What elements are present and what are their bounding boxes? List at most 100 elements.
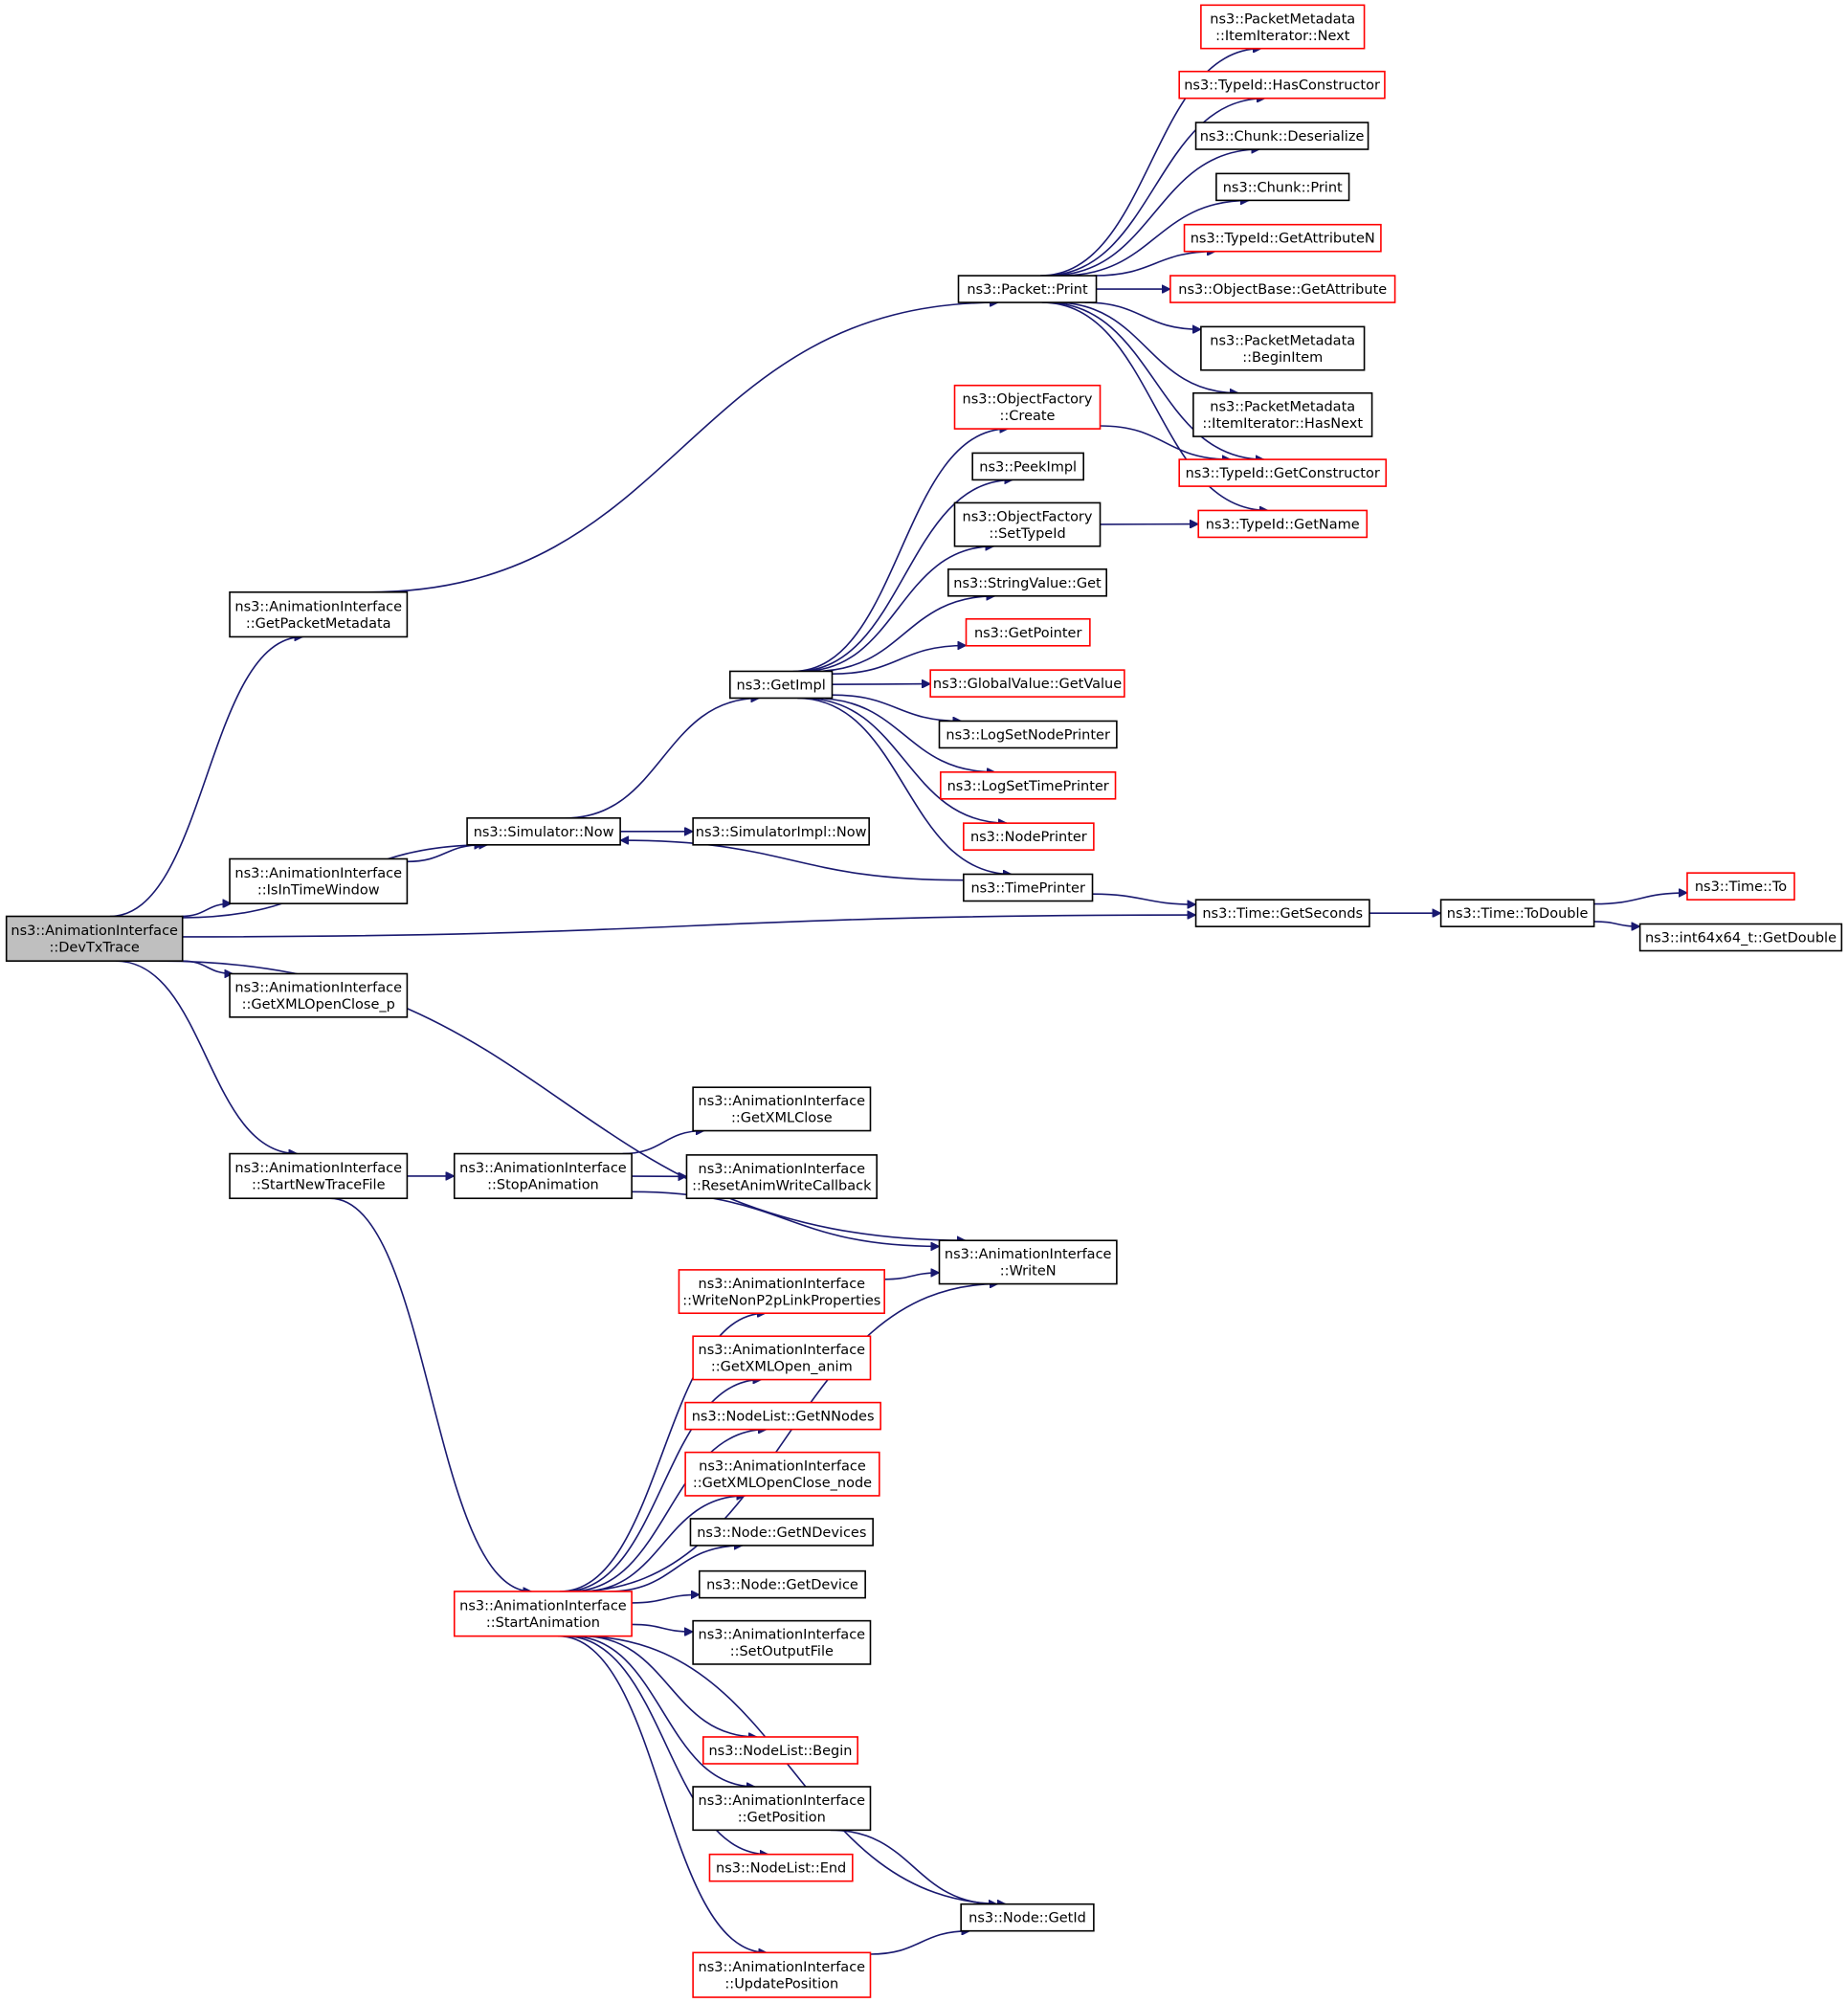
node-label: ns3::SimulatorImpl::Now <box>696 825 867 840</box>
node-getxmloc_node[interactable]: ns3::AnimationInterface::GetXMLOpenClose… <box>684 1451 880 1497</box>
node-label: ns3::GlobalValue::GetValue <box>933 677 1122 692</box>
node-box <box>692 1951 872 1998</box>
node-box <box>1194 122 1369 150</box>
node-box <box>1197 509 1369 539</box>
node-isintime[interactable]: ns3::AnimationInterface::IsInTimeWindow <box>229 857 409 904</box>
node-simnow[interactable]: ns3::Simulator::Now <box>466 817 621 846</box>
call-edge-packetprint-to-chunk_print <box>1060 200 1250 277</box>
node-todouble[interactable]: ns3::Time::ToDouble <box>1439 899 1595 927</box>
node-chunk_deser[interactable]: ns3::Chunk::Deserialize <box>1194 122 1369 150</box>
node-box <box>965 617 1091 647</box>
node-gv_getvalue[interactable]: ns3::GlobalValue::GetValue <box>929 669 1125 698</box>
node-getxmloc_p[interactable]: ns3::AnimationInterface::GetXMLOpenClose… <box>229 972 409 1018</box>
node-box <box>1215 172 1350 202</box>
node-writenonp2p[interactable]: ns3::AnimationInterface::WriteNonP2pLink… <box>678 1269 885 1315</box>
call-edge-startanim-to-getxmloc_node <box>581 1496 745 1592</box>
call-edge-getimpl-to-timeprinter <box>797 697 1012 875</box>
node-label: ns3::GetImpl <box>737 678 826 693</box>
node-nodeprinter[interactable]: ns3::NodePrinter <box>963 822 1095 851</box>
node-getxmlopen_anim[interactable]: ns3::AnimationInterface::GetXMLOpen_anim <box>692 1335 872 1381</box>
node-box <box>1178 458 1388 487</box>
node-setoutput[interactable]: ns3::AnimationInterface::SetOutputFile <box>692 1619 872 1665</box>
node-label: ::StopAnimation <box>487 1178 599 1193</box>
node-tid_getattrn[interactable]: ns3::TypeId::GetAttributeN <box>1183 223 1382 253</box>
node-getpointer[interactable]: ns3::GetPointer <box>965 617 1091 647</box>
call-edge-startanim-to-getposition <box>569 1635 755 1787</box>
node-nl_getnnodes[interactable]: ns3::NodeList::GetNNodes <box>684 1401 881 1431</box>
node-stopanim[interactable]: ns3::AnimationInterface::StopAnimation <box>453 1152 633 1200</box>
call-edge-getimpl-to-peekimpl <box>795 479 1013 673</box>
node-nl_end[interactable]: ns3::NodeList::End <box>708 1853 854 1882</box>
node-label: ns3::AnimationInterface <box>459 1599 627 1614</box>
node-label: ::IsInTimeWindow <box>257 883 380 899</box>
node-logsetnode[interactable]: ns3::LogSetNodePrinter <box>938 720 1118 749</box>
call-edge-devtx-to-getseconds <box>182 915 1196 938</box>
node-getseconds[interactable]: ns3::Time::GetSeconds <box>1194 899 1370 927</box>
node-getxmlclose[interactable]: ns3::AnimationInterface::GetXMLClose <box>692 1086 872 1132</box>
node-startanim[interactable]: ns3::AnimationInterface::StartAnimation <box>453 1591 633 1637</box>
call-edge-getimpl-to-logsettime <box>813 697 995 772</box>
node-label: ::ItemIterator::Next <box>1215 29 1350 44</box>
node-logsettime[interactable]: ns3::LogSetTimePrinter <box>940 771 1117 800</box>
call-edge-startanim-to-node_getndev <box>608 1546 743 1592</box>
call-edge-startanim-to-nl_begin <box>581 1635 757 1737</box>
node-node_getdev[interactable]: ns3::Node::GetDevice <box>698 1569 866 1599</box>
node-startnew[interactable]: ns3::AnimationInterface::StartNewTraceFi… <box>229 1152 409 1200</box>
node-label: ::WriteN <box>1000 1264 1057 1280</box>
node-chunk_print[interactable]: ns3::Chunk::Print <box>1215 172 1350 202</box>
call-edge-packetprint-to-pm_begin <box>1084 301 1201 329</box>
call-edge-startanim-to-setoutput <box>632 1623 693 1632</box>
node-devtx[interactable]: ns3::AnimationInterface::DevTxTrace <box>5 915 184 962</box>
node-label: ::ResetAnimWriteCallback <box>692 1178 872 1193</box>
node-updatepos[interactable]: ns3::AnimationInterface::UpdatePosition <box>692 1951 872 1998</box>
node-nl_begin[interactable]: ns3::NodeList::Begin <box>701 1736 858 1765</box>
node-label: ns3::NodeList::End <box>716 1861 846 1877</box>
node-pm_hasnext[interactable]: ns3::PacketMetadata::ItemIterator::HasNe… <box>1192 391 1373 437</box>
node-node_getid[interactable]: ns3::Node::GetId <box>960 1903 1095 1932</box>
call-edge-writenonp2p-to-writen <box>884 1273 939 1280</box>
node-node_getndev[interactable]: ns3::Node::GetNDevices <box>689 1518 874 1547</box>
node-label: ns3::AnimationInterface <box>234 1161 402 1176</box>
node-box <box>1439 899 1595 927</box>
node-ob_getattr[interactable]: ns3::ObjectBase::GetAttribute <box>1169 275 1396 303</box>
call-edge-getimpl-to-gv_getvalue <box>832 684 931 685</box>
node-getdouble[interactable]: ns3::int64x64_t::GetDouble <box>1638 923 1843 952</box>
node-box <box>701 1736 858 1765</box>
node-simimplnow[interactable]: ns3::SimulatorImpl::Now <box>692 817 870 846</box>
call-edge-startanim-to-node_getid <box>578 1635 1007 1904</box>
node-label: ns3::AnimationInterface <box>11 924 178 939</box>
node-getposition[interactable]: ns3::AnimationInterface::GetPosition <box>692 1786 872 1832</box>
node-label: ns3::Chunk::Deserialize <box>1200 129 1365 145</box>
node-label: ns3::AnimationInterface <box>234 866 402 881</box>
node-getimpl[interactable]: ns3::GetImpl <box>728 670 834 700</box>
node-box <box>466 817 621 846</box>
node-box <box>963 873 1094 902</box>
call-edge-packetprint-to-pm_next <box>1040 49 1261 277</box>
node-box <box>229 972 409 1018</box>
node-getpktmeta[interactable]: ns3::AnimationInterface::GetPacketMetada… <box>229 590 409 638</box>
node-of_create[interactable]: ns3::ObjectFactory::Create <box>953 384 1102 430</box>
node-resetanim[interactable]: ns3::AnimationInterface::ResetAnimWriteC… <box>685 1154 878 1200</box>
node-time_to[interactable]: ns3::Time::To <box>1686 872 1795 901</box>
node-tid_getname[interactable]: ns3::TypeId::GetName <box>1197 509 1369 539</box>
node-writen[interactable]: ns3::AnimationInterface::WriteN <box>938 1239 1118 1285</box>
node-timeprinter[interactable]: ns3::TimePrinter <box>963 873 1094 902</box>
call-edge-todouble-to-getdouble <box>1593 921 1640 926</box>
node-box <box>692 1619 872 1665</box>
node-label: ::GetXMLClose <box>731 1111 833 1126</box>
node-tid_hascons[interactable]: ns3::TypeId::HasConstructor <box>1178 70 1386 100</box>
node-tid_getcons[interactable]: ns3::TypeId::GetConstructor <box>1178 458 1388 487</box>
call-edge-devtx-to-startnew <box>115 960 298 1153</box>
node-pm_next[interactable]: ns3::PacketMetadata::ItemIterator::Next <box>1200 4 1366 50</box>
node-label: ns3::TypeId::HasConstructor <box>1184 78 1380 94</box>
node-label: ns3::Simulator::Now <box>474 825 614 840</box>
node-packetprint[interactable]: ns3::Packet::Print <box>957 275 1098 303</box>
node-sv_get[interactable]: ns3::StringValue::Get <box>947 568 1107 597</box>
call-edge-simnow-to-getimpl <box>565 699 760 819</box>
node-of_settid[interactable]: ns3::ObjectFactory::SetTypeId <box>953 501 1102 547</box>
node-pm_begin[interactable]: ns3::PacketMetadata::BeginItem <box>1200 325 1366 371</box>
call-edge-startanim-to-updatepos <box>557 1635 768 1953</box>
function-nodes: ns3::AnimationInterface::DevTxTracens3::… <box>5 4 1843 1998</box>
node-peekimpl[interactable]: ns3::PeekImpl <box>971 452 1084 481</box>
node-box <box>698 1569 866 1599</box>
